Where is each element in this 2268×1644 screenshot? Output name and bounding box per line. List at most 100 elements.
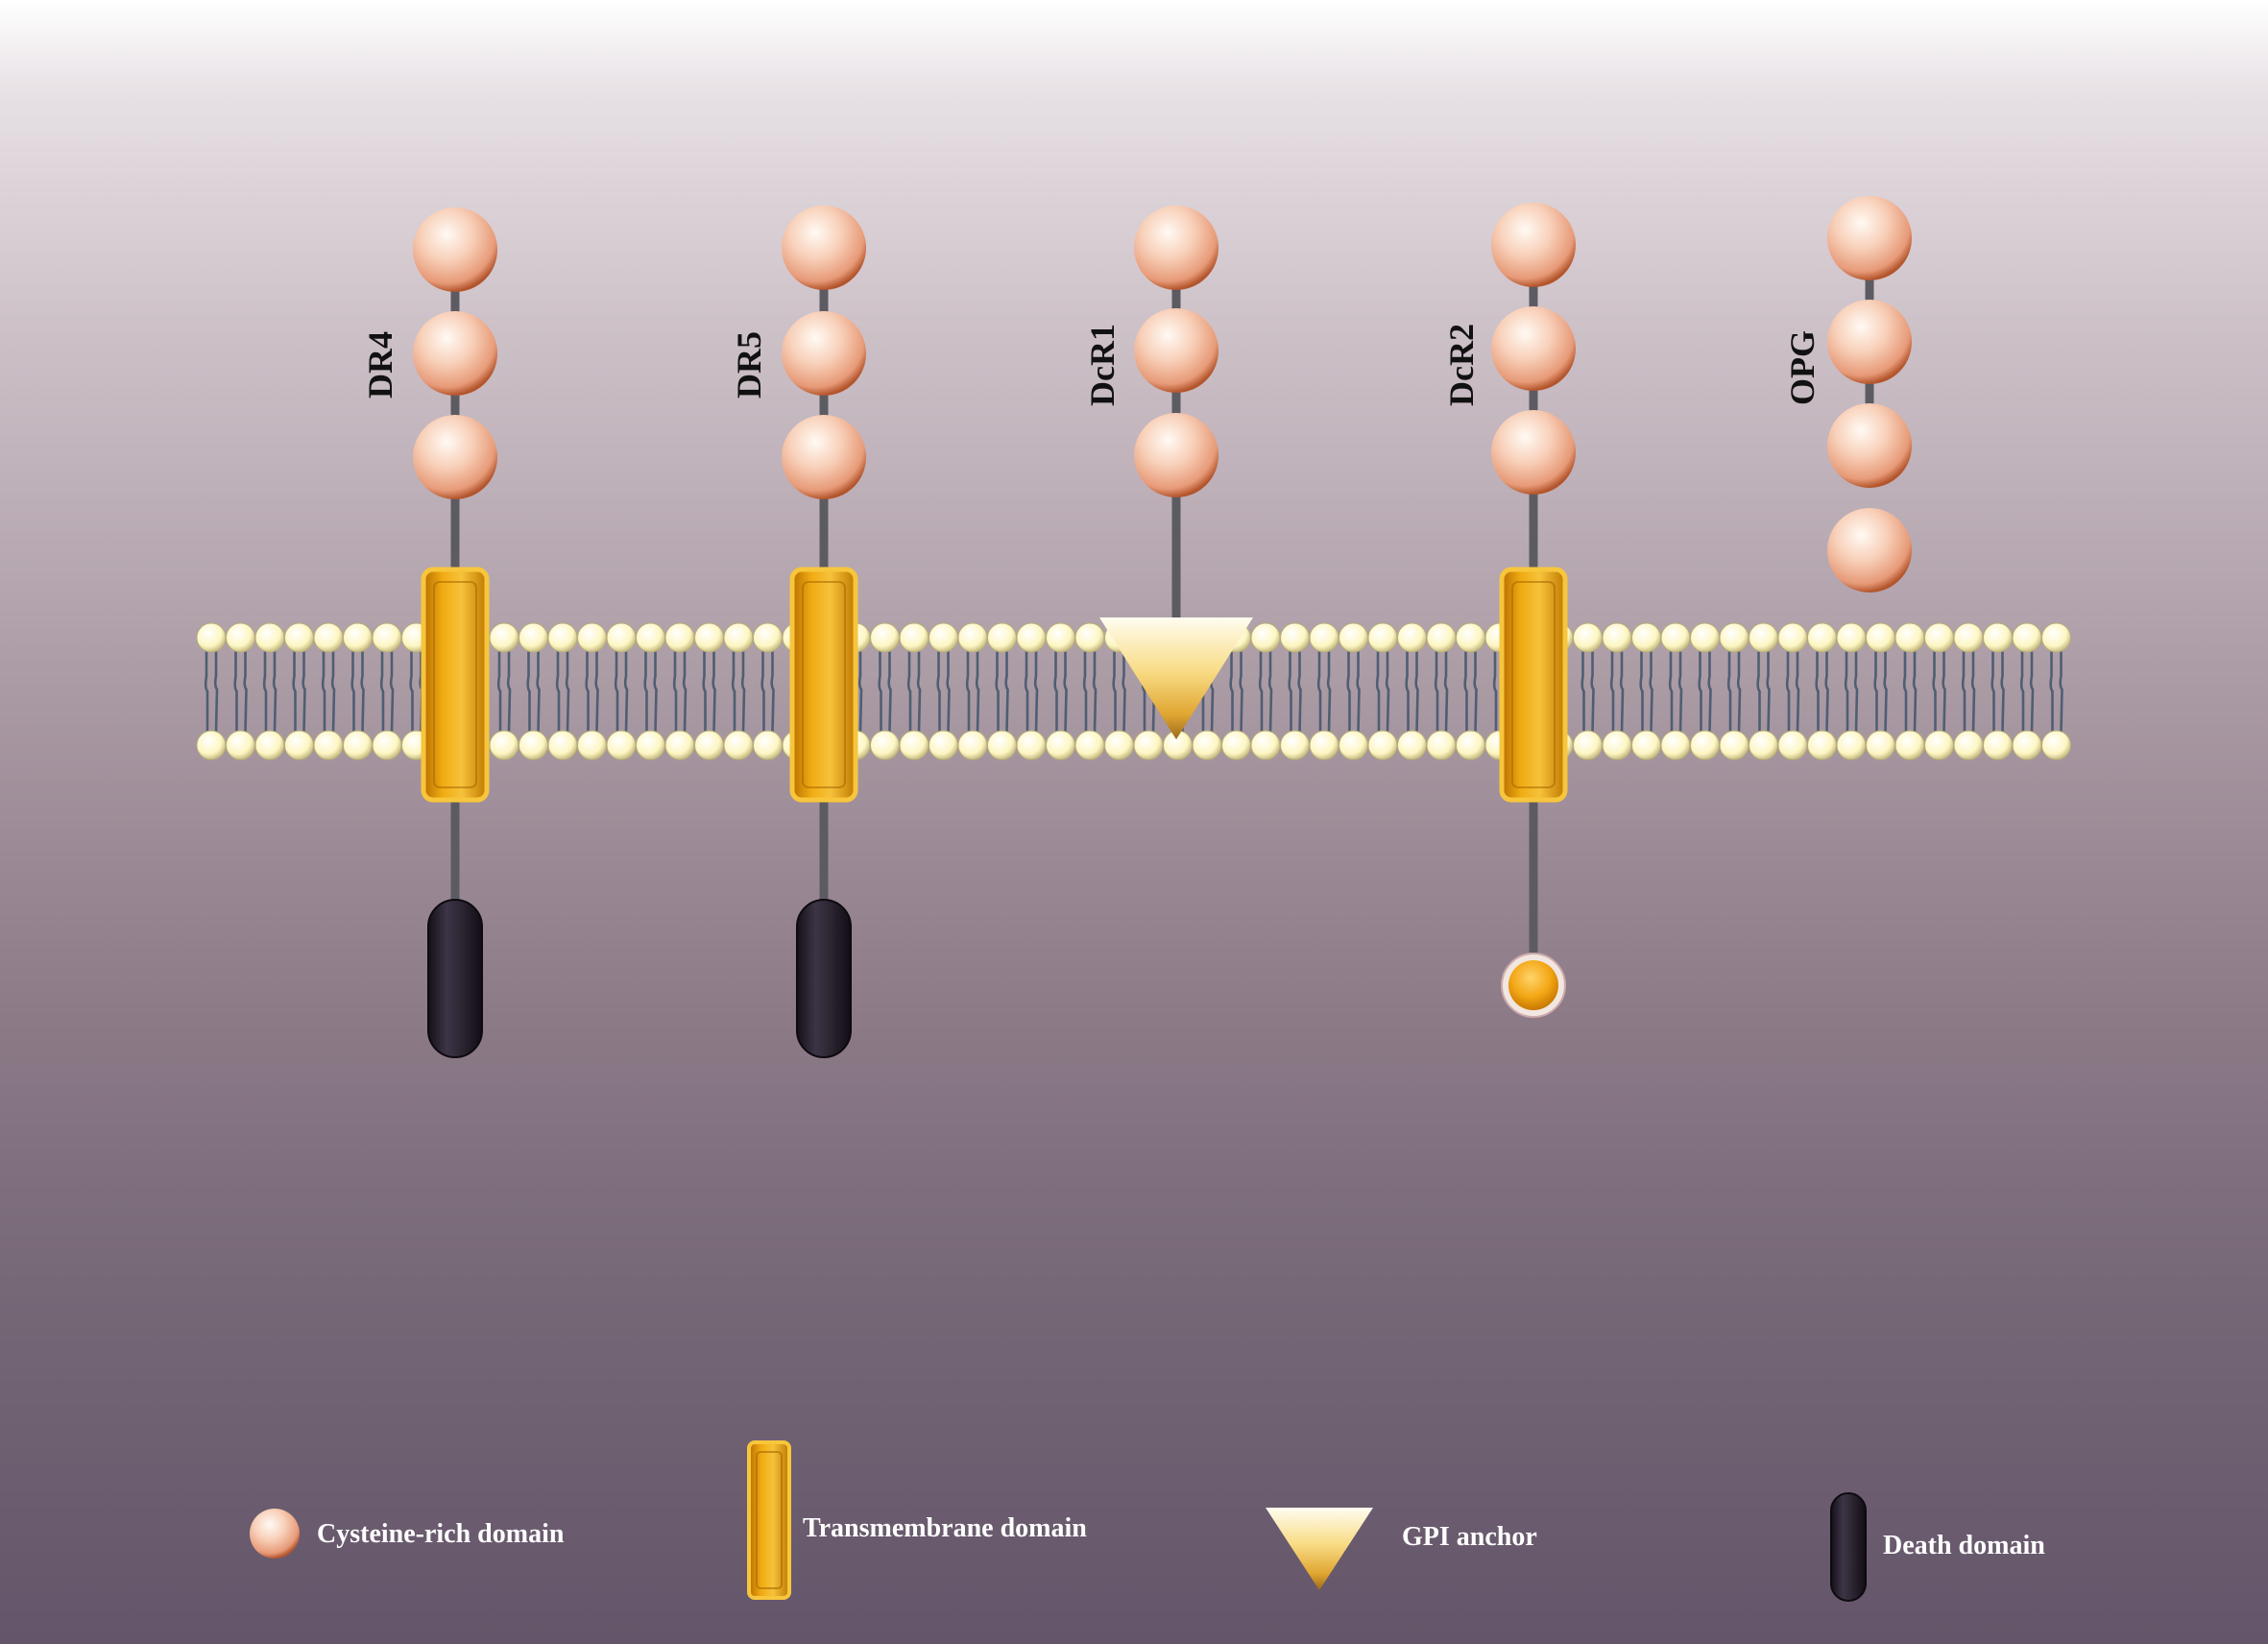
lipid-head [1573, 622, 1603, 653]
transmembrane-inner-edge [802, 581, 846, 788]
lipid-tail [1375, 651, 1390, 733]
receptor-label-dr5: DR5 [730, 331, 768, 399]
lipid-tail [1580, 651, 1595, 733]
legend: Cysteine-rich domain Transmembrane domai… [250, 1440, 2045, 1602]
transmembrane-domain [789, 567, 858, 803]
lipid-head [343, 730, 373, 761]
lipid-head [226, 730, 255, 761]
lipid-tail [379, 651, 395, 733]
lipid-tail [292, 651, 306, 733]
receptor-label-opg: OPG [1783, 330, 1822, 405]
lipid-head [664, 622, 695, 653]
lipid-head [1660, 622, 1691, 653]
lipid-head [1866, 730, 1895, 761]
cysteine-rich-domain [1491, 410, 1576, 495]
legend-death: Death domain [1830, 1492, 2045, 1602]
lipid-head [1280, 730, 1310, 761]
lipid-head [1250, 730, 1281, 761]
lipid-tail [526, 651, 541, 733]
lipid-head [664, 730, 695, 761]
lipid-head [1046, 622, 1075, 653]
legend-gpi: GPI anchor [1266, 1508, 1537, 1590]
receptor-dcr2: DcR2 [1442, 203, 1576, 1018]
cysteine-rich-domain [413, 415, 497, 499]
lipid-head [957, 622, 988, 653]
receptor-label-dcr2: DcR2 [1442, 324, 1481, 406]
lipid-head [1983, 730, 2013, 761]
lipid-head [753, 730, 783, 761]
lipid-tail [614, 651, 629, 733]
lipid-head [1397, 730, 1427, 761]
cysteine-rich-domain [782, 415, 866, 499]
legend-transmembrane: Transmembrane domain [747, 1440, 1087, 1600]
lipid-tail [1785, 651, 1800, 733]
legend-gpi-icon [1266, 1508, 1373, 1590]
receptor-dr5: DR5 [730, 206, 866, 1058]
lipid-head [636, 622, 665, 653]
lipid-head [547, 622, 578, 653]
lipid-head [1046, 730, 1075, 761]
legend-cysteine-label: Cysteine-rich domain [317, 1519, 565, 1549]
lipid-head [957, 730, 988, 761]
lipid-tail [1756, 651, 1771, 733]
lipid-head [1250, 622, 1281, 653]
lipid-tail [1288, 651, 1302, 733]
lipid-head [1016, 622, 1047, 653]
lipid-head [577, 730, 607, 761]
lipid-head [987, 622, 1017, 653]
cysteine-rich-domain [413, 207, 497, 292]
lipid-head [1690, 730, 1720, 761]
lipid-head [284, 622, 314, 653]
lipid-tail [585, 651, 599, 733]
legend-transmembrane-icon [747, 1440, 791, 1600]
lipid-head [1573, 730, 1603, 761]
lipid-head [196, 622, 227, 653]
lipid-tail [262, 651, 277, 733]
lipid-head [1719, 730, 1749, 761]
lipid-head [1631, 730, 1661, 761]
lipid-tail [731, 651, 746, 733]
lipid-head [372, 730, 402, 761]
transmembrane-inner-edge [433, 581, 477, 788]
lipid-head [1074, 622, 1105, 653]
lipid-tail [1668, 651, 1683, 733]
lipid-tail [1082, 651, 1098, 733]
lipid-tail [1316, 651, 1332, 733]
lipid-tail [1609, 651, 1625, 733]
lipid-head [1777, 730, 1808, 761]
lipid-tail [204, 651, 219, 733]
lipid-tail [878, 651, 892, 733]
lipid-head [723, 730, 754, 761]
cysteine-rich-domain [1134, 308, 1218, 393]
receptors: DR4 DR5 DcR1 DcR2 OPG [361, 196, 1912, 1058]
lipid-head [1894, 730, 1925, 761]
lipid-tails [204, 651, 2063, 733]
lipid-head [1690, 622, 1720, 653]
lipid-tail [2049, 651, 2063, 733]
lipid-tail [702, 651, 716, 733]
lipid-head [313, 730, 344, 761]
lipid-head [1602, 622, 1632, 653]
lipid-head [1221, 730, 1251, 761]
lipid-tail [760, 651, 775, 733]
lipid-head [899, 730, 929, 761]
transmembrane-domain [1499, 567, 1568, 803]
receptor-label-dcr1: DcR1 [1083, 324, 1122, 406]
cysteine-rich-domain [782, 311, 866, 396]
receptor-label-dr4: DR4 [361, 331, 399, 399]
lipid-tail [1053, 651, 1068, 733]
lipid-tail [1932, 651, 1946, 733]
cysteine-rich-domain [1827, 403, 1912, 488]
lipid-head [1104, 730, 1134, 761]
lipid-tail [1112, 651, 1126, 733]
transmembrane-inner-edge [1511, 581, 1556, 788]
lipid-head [929, 730, 958, 761]
lipid-tail [1844, 651, 1859, 733]
cysteine-rich-domain [782, 206, 866, 290]
lipid-head [1367, 730, 1398, 761]
legend-gpi-label: GPI anchor [1402, 1522, 1537, 1552]
lipid-tail [350, 651, 365, 733]
lipid-tail [321, 651, 336, 733]
lipid-head [2012, 730, 2042, 761]
lipid-tail [1726, 651, 1742, 733]
